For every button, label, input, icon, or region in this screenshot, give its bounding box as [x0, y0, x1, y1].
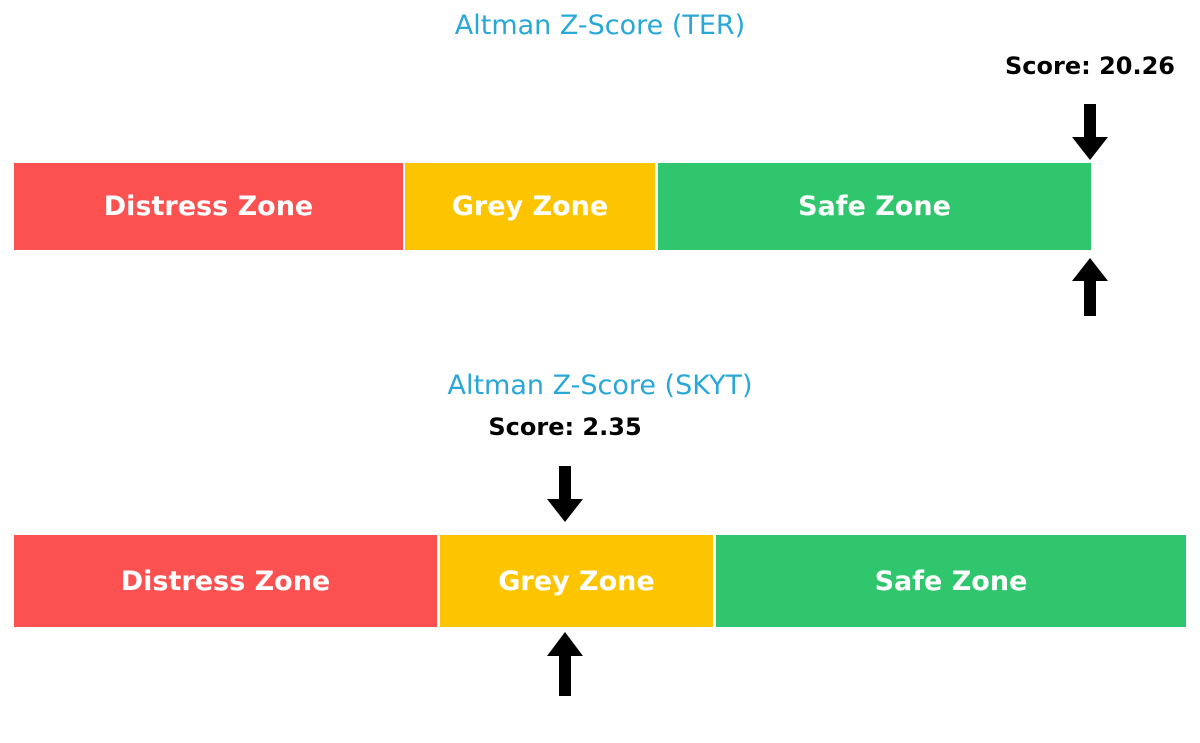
zone-label-grey-skyt: Grey Zone — [498, 565, 655, 597]
zone-label-distress-ter: Distress Zone — [103, 191, 314, 222]
zone-label-safe-skyt: Safe Zone — [874, 565, 1028, 597]
zone-segment-distress-ter: Distress Zone — [14, 163, 403, 250]
chart-panel-ter: Altman Z-Score (TER) Score: 20.26 Distre… — [0, 0, 1200, 360]
arrow-up-icon-skyt — [543, 632, 587, 696]
zone-label-distress-skyt: Distress Zone — [120, 565, 331, 597]
zone-segment-distress-skyt: Distress Zone — [14, 535, 437, 627]
chart-panel-skyt: Altman Z-Score (SKYT) Score: 2.35 Distre… — [0, 368, 1200, 743]
zone-label-grey-ter: Grey Zone — [451, 191, 609, 222]
zone-segment-grey-skyt: Grey Zone — [440, 535, 713, 627]
zone-bar-ter: Distress Zone Grey Zone Safe Zone — [14, 163, 1091, 250]
zone-segment-grey-ter: Grey Zone — [405, 163, 655, 250]
arrow-up-icon-ter — [1068, 258, 1112, 316]
zone-bar-skyt: Distress Zone Grey Zone Safe Zone — [14, 535, 1186, 627]
score-label-ter: Score: 20.26 — [1005, 52, 1175, 80]
arrow-down-icon-skyt — [543, 466, 587, 522]
zone-label-safe-ter: Safe Zone — [798, 191, 951, 222]
score-label-skyt: Score: 2.35 — [488, 413, 642, 441]
arrow-down-icon-ter — [1068, 104, 1112, 160]
chart-title-skyt: Altman Z-Score (SKYT) — [447, 370, 753, 401]
zone-segment-safe-ter: Safe Zone — [658, 163, 1091, 250]
zone-segment-safe-skyt: Safe Zone — [716, 535, 1186, 627]
chart-title-ter: Altman Z-Score (TER) — [454, 10, 746, 41]
